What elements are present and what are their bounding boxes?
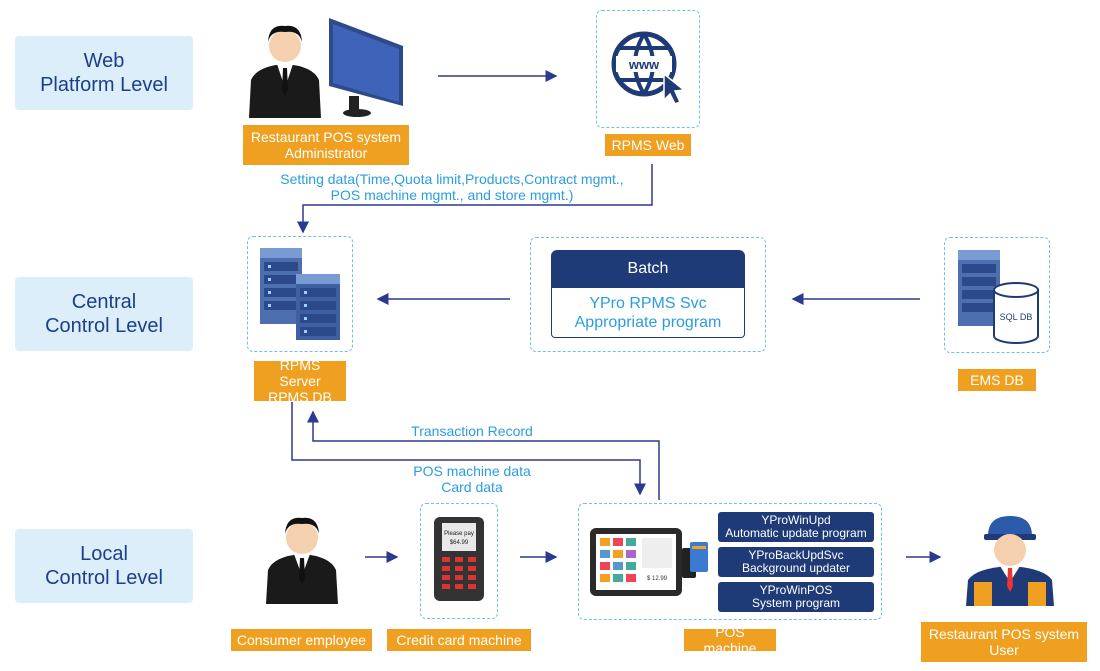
- rpms-web-container: [596, 10, 700, 128]
- batch-title-text: Batch: [627, 260, 669, 277]
- rpms-server-container: [247, 236, 353, 352]
- label-rpms-server-line1: RPMS Server: [279, 357, 321, 389]
- label-pos-user-line1: Restaurant POS system: [928, 626, 1080, 642]
- please-pay-text: Please pay: [444, 531, 474, 537]
- level-central-line1: Central: [71, 291, 137, 313]
- program-yprowinupd-name: YProWinUpd: [761, 513, 831, 527]
- pos-machine-container: [578, 503, 882, 620]
- arrow-pos-card-data: [291, 402, 646, 496]
- program-yprowinpos: YProWinPOS System program: [718, 582, 874, 612]
- level-central-line2: Control Level: [45, 315, 163, 337]
- label-consumer-employee: Consumer employee: [231, 629, 372, 651]
- program-ypro-back-upd-svc-desc: Background updater: [741, 561, 851, 575]
- pos-price-text: $ 12.99: [647, 576, 668, 582]
- setting-data-line2: POS machine mgmt., and store mgmt.): [330, 187, 574, 203]
- level-central-control: Central Control Level: [15, 277, 193, 351]
- consumer-employee-icon: [266, 517, 338, 604]
- please-pay-amount: $64.99: [450, 540, 469, 546]
- batch-title: Batch: [551, 250, 745, 288]
- label-pos-machine-text: POS machine: [703, 624, 757, 656]
- batch-body: YPro RPMS Svc Appropriate program: [551, 288, 745, 338]
- batch-body-line2: Appropriate program: [574, 313, 722, 331]
- pos-data-line1: POS machine data: [413, 463, 531, 479]
- label-credit-card-text: Credit card machine: [396, 632, 522, 648]
- program-yprowinupd-desc: Automatic update program: [725, 526, 867, 540]
- setting-data-text: Setting data(Time,Quota limit,Products,C…: [262, 171, 642, 203]
- label-administrator-line2: Administrator: [284, 145, 368, 161]
- label-consumer-text: Consumer employee: [236, 632, 367, 648]
- transaction-record-text: Transaction Record: [392, 423, 552, 439]
- pos-card-data-text: POS machine data Card data: [392, 463, 552, 495]
- label-rpms-web: RPMS Web: [605, 134, 691, 156]
- setting-data-line1: Setting data(Time,Quota limit,Products,C…: [280, 171, 624, 187]
- program-ypro-back-upd-svc: YProBackUpdSvc Background updater: [718, 547, 874, 577]
- level-local-line2: Control Level: [45, 567, 163, 589]
- label-administrator: Restaurant POS system Administrator: [243, 125, 409, 165]
- program-yprowinpos-name: YProWinPOS: [759, 583, 833, 597]
- sql-database-icon: SQL DB: [958, 250, 1039, 344]
- credit-card-machine-icon: Please pay $64.99: [434, 517, 484, 601]
- label-rpms-server: RPMS Server RPMS DB: [254, 357, 346, 405]
- level-local-line1: Local: [80, 543, 128, 565]
- www-text: www: [628, 57, 660, 72]
- label-ems-db: EMS DB: [958, 369, 1036, 391]
- label-rpms-web-text: RPMS Web: [611, 137, 685, 153]
- label-pos-user: Restaurant POS system User: [921, 622, 1087, 662]
- globe-cursor-icon: www: [611, 31, 686, 105]
- program-yprowinpos-desc: System program: [751, 596, 841, 610]
- label-pos-user-line2: User: [989, 642, 1019, 658]
- label-rpms-server-line2: RPMS DB: [268, 389, 332, 405]
- credit-card-container: [420, 503, 498, 619]
- sql-db-text: SQL DB: [1000, 312, 1033, 322]
- label-pos-machine: POS machine: [684, 624, 776, 656]
- pos-terminal-icon: $ 12.99: [590, 528, 708, 596]
- ems-db-container: [944, 237, 1050, 353]
- pos-user-icon: [966, 516, 1054, 606]
- batch-container: [530, 237, 766, 352]
- level-local-control: Local Control Level: [15, 529, 193, 603]
- level-web-line1: Web: [83, 50, 125, 72]
- program-ypro-back-upd-svc-name: YProBackUpdSvc: [748, 548, 844, 562]
- batch-body-line1: YPro RPMS Svc: [589, 294, 707, 312]
- level-web-line2: Platform Level: [40, 74, 168, 96]
- label-credit-card-machine: Credit card machine: [387, 629, 531, 651]
- arrow-transaction-record: [307, 410, 660, 500]
- level-web-platform: Web Platform Level: [15, 36, 193, 110]
- program-yprowinupd: YProWinUpd Automatic update program: [718, 512, 874, 542]
- label-ems-db-text: EMS DB: [970, 372, 1024, 388]
- label-administrator-line1: Restaurant POS system: [250, 129, 402, 145]
- server-rack-icon: [260, 248, 340, 340]
- pos-data-line2: Card data: [441, 479, 503, 495]
- administrator-icon: [249, 18, 403, 118]
- arrow-web-to-server: [297, 164, 653, 234]
- transaction-record-label: Transaction Record: [411, 423, 533, 439]
